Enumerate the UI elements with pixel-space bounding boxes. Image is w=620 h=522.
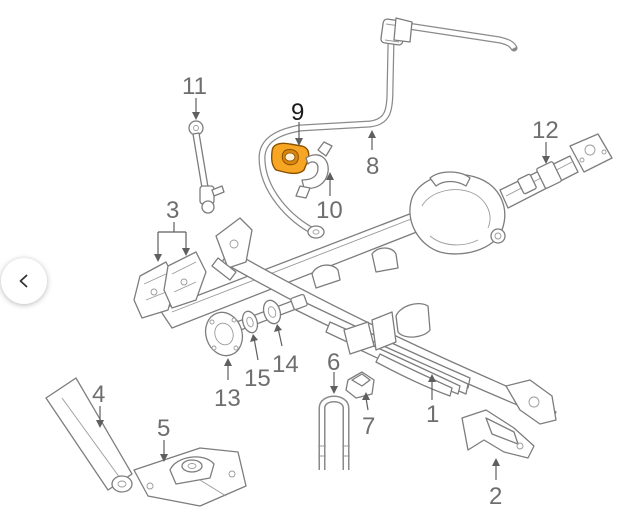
callout-8: 8 — [366, 153, 379, 180]
callout-14: 14 — [272, 351, 299, 378]
shock-mount-plate — [133, 447, 247, 507]
callout-9: 9 — [291, 99, 304, 126]
callout-7: 7 — [362, 413, 375, 440]
callout-13: 13 — [214, 385, 241, 412]
bump-stop — [345, 371, 375, 399]
stabilizer-link — [188, 120, 225, 214]
callout-15: 15 — [244, 365, 271, 392]
previous-image-button[interactable] — [1, 258, 47, 304]
callout-10: 10 — [316, 197, 343, 224]
shock-absorber — [45, 377, 133, 493]
shackle-bolt-assembly — [204, 293, 308, 357]
u-bolt — [318, 395, 350, 470]
bushing-bracket — [295, 141, 333, 199]
rear-axle-housing — [159, 133, 613, 329]
leader-lines — [96, 98, 550, 480]
stabilizer-bar — [258, 17, 518, 239]
callout-12: 12 — [532, 117, 559, 144]
callout-labels: 1 2 3 4 5 6 7 8 9 10 11 12 13 14 15 — [92, 73, 559, 510]
callout-4: 4 — [92, 381, 105, 408]
chevron-left-icon — [16, 273, 32, 289]
callout-6: 6 — [327, 349, 340, 376]
spring-brackets — [133, 251, 207, 319]
callout-1: 1 — [426, 401, 439, 428]
callout-2: 2 — [489, 483, 502, 510]
callout-11: 11 — [182, 73, 207, 100]
callout-5: 5 — [157, 415, 170, 442]
spring-plate — [461, 409, 535, 459]
callout-3: 3 — [166, 197, 179, 224]
stabilizer-bushing-highlight — [270, 142, 310, 175]
